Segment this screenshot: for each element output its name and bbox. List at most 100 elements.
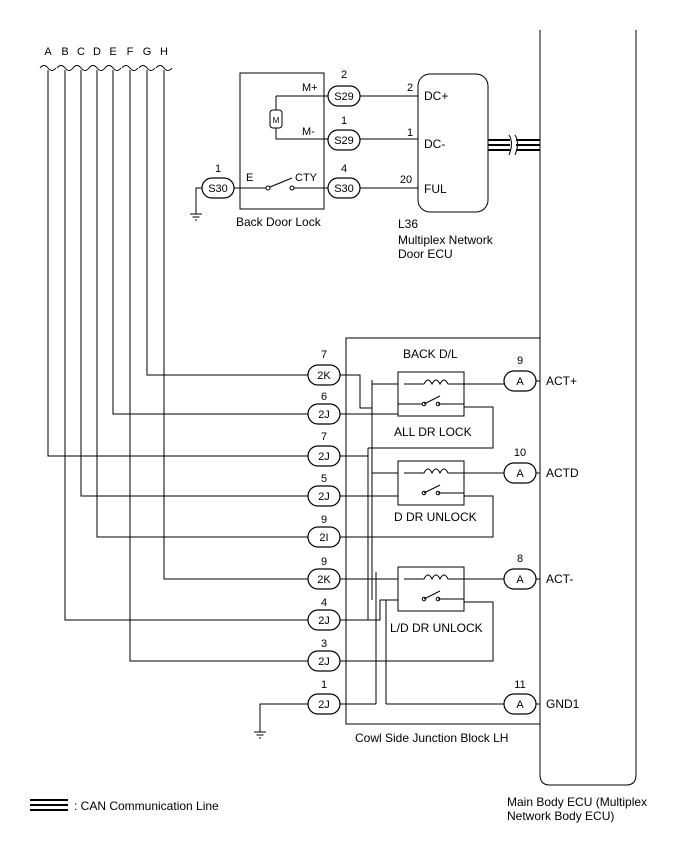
ecu-pin-number: 2 — [407, 82, 413, 94]
pin-number: 11 — [514, 679, 525, 691]
pin-number: 2 — [341, 69, 347, 81]
connector-id: 2K — [317, 574, 331, 586]
relay-label: ALL DR LOCK — [394, 425, 472, 439]
wire-c — [80, 70, 308, 497]
junction-block: BACK D/L Cowl Side Junction Block LH ALL… — [345, 337, 541, 745]
pin-number: 5 — [321, 473, 327, 485]
letter-e: E — [109, 46, 116, 58]
letter-d: D — [93, 46, 101, 58]
letter-h: H — [160, 46, 168, 58]
pin-number: 1 — [321, 679, 327, 691]
ecu-connector-act-minus: A 8 ACT- — [503, 553, 573, 590]
ecu-right-connectors: A 9 ACT+ A 10 ACTD A 8 ACT- A 11 GND1 — [503, 355, 580, 715]
connector-id: 2J — [318, 491, 330, 503]
ecu-connector-act-plus: A 9 ACT+ — [503, 355, 577, 392]
terminal-label: GND1 — [546, 697, 580, 711]
door-ecu-name-line2: Door ECU — [398, 247, 453, 261]
wire-d — [96, 70, 308, 538]
pin-number: 9 — [321, 556, 327, 568]
connector-id: 2I — [319, 532, 328, 544]
connector-id: S29 — [334, 91, 354, 103]
pin-m-plus: M+ — [302, 82, 318, 94]
relay-ld-dr-unlock: L/D DR UNLOCK — [346, 566, 504, 662]
wire-break-marks — [39, 65, 173, 71]
ecu-pin-number: 1 — [407, 127, 413, 139]
terminal-label: ACT+ — [546, 374, 577, 388]
connector-id: 2J — [318, 451, 330, 463]
jb-connector: 2I 9 — [307, 514, 346, 548]
main-ecu-name-line1: Main Body ECU (Multiplex — [507, 795, 647, 809]
relay-label: D DR UNLOCK — [394, 510, 477, 524]
wire-a — [47, 70, 308, 457]
jb-connector: 2J 7 — [307, 431, 346, 467]
connector-id: 2J — [318, 409, 330, 421]
pin-dc-plus: DC+ — [424, 89, 448, 103]
jb-connector: 2J 3 — [307, 638, 346, 672]
pin-ful: FUL — [424, 182, 447, 196]
ecu-connector-gnd1: A 11 GND1 — [503, 679, 580, 715]
wire-g — [146, 70, 308, 376]
wire-b — [64, 70, 308, 621]
wire-f — [129, 70, 308, 662]
motor-symbol: M — [273, 116, 280, 125]
can-line — [488, 134, 540, 156]
connector-id: 2K — [317, 370, 331, 382]
legend: : CAN Communication Line — [30, 799, 219, 813]
terminal-label: ACTD — [546, 466, 579, 480]
connector-id: A — [516, 699, 524, 711]
ecu-connector-actd: A 10 ACTD — [503, 447, 579, 484]
relay-coil-icon — [423, 468, 449, 475]
junction-block-title: BACK D/L — [403, 347, 458, 361]
letter-b: B — [61, 46, 68, 58]
pin-number: 7 — [321, 349, 327, 361]
junction-block-label: Cowl Side Junction Block LH — [355, 731, 508, 745]
can-line-icon — [30, 799, 68, 811]
connector-id: S30 — [208, 183, 228, 195]
connector-id: A — [516, 468, 524, 480]
relay-coil-icon — [423, 574, 449, 581]
pin-number: 9 — [517, 355, 523, 367]
connector-letters: A B C D E F G H — [44, 46, 168, 58]
pin-number: 8 — [517, 553, 523, 565]
ground-icon — [190, 213, 202, 221]
connector-id: A — [516, 574, 524, 586]
main-ecu-name-line2: Network Body ECU) — [507, 809, 614, 823]
relay-d-dr-unlock: D DR UNLOCK — [346, 460, 504, 538]
back-door-lock-label: Back Door Lock — [236, 215, 322, 229]
pin-number: 6 — [321, 391, 327, 403]
relay-coil-icon — [423, 379, 449, 386]
jb-connector: 2J 4 — [307, 597, 346, 631]
main-body-ecu: Main Body ECU (Multiplex Network Body EC… — [507, 30, 647, 823]
s30-ground-connector: S30 1 — [190, 163, 240, 221]
jb-connector: 2K 7 — [307, 349, 346, 386]
jb-left-connectors: 2K 7 2J 6 2J 7 2J 5 2I 9 — [254, 349, 346, 739]
connector-id: 2J — [318, 699, 330, 711]
door-ecu-name-line1: Multiplex Network — [398, 233, 494, 247]
pin-number: 4 — [341, 163, 347, 175]
ground-icon — [254, 731, 266, 739]
pin-e: E — [246, 172, 253, 184]
legend-label: : CAN Communication Line — [74, 799, 219, 813]
pin-cty: CTY — [295, 172, 318, 184]
pin-dc-minus: DC- — [424, 137, 445, 151]
back-door-lock: Back Door Lock M M+ M- E CTY — [236, 72, 325, 229]
pin-number: 4 — [321, 597, 327, 609]
pin-number: 1 — [341, 115, 347, 127]
jb-connector: 2J 6 — [307, 391, 346, 425]
wire-h — [163, 70, 308, 580]
s29-connector-2: S29 1 1 — [321, 115, 418, 151]
pin-number: 1 — [215, 163, 221, 175]
pin-m-minus: M- — [302, 126, 315, 138]
letter-a: A — [44, 46, 52, 58]
pin-number: 10 — [514, 447, 526, 459]
letter-c: C — [77, 46, 85, 58]
letter-f: F — [127, 46, 134, 58]
connector-id: A — [516, 376, 524, 388]
door-ecu: DC+ DC- FUL L36 Multiplex Network Door E… — [398, 73, 494, 261]
relay-label: L/D DR UNLOCK — [390, 621, 483, 635]
connector-id: S30 — [334, 183, 354, 195]
ecu-pin-number: 20 — [400, 174, 412, 186]
motor-icon — [269, 109, 283, 129]
pin-number: 9 — [321, 514, 327, 526]
